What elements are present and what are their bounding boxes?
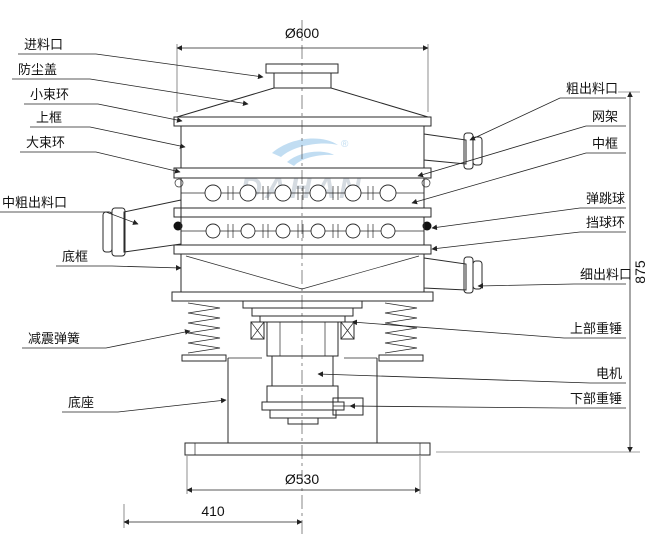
label-bouncing-ball: 弹跳球 [586,191,625,206]
bouncing-ball-right [422,221,432,231]
label-damping-spring: 减震弹簧 [28,331,80,346]
bouncing-ball-left [173,221,183,231]
leader-feed-inlet [18,53,264,80]
deck-spacers [227,186,374,200]
base [184,357,431,456]
leader-mesh-frame [417,125,626,178]
label-upper-weight: 上部重锤 [570,321,622,336]
leader-middle-frame [411,152,626,205]
label-feed-inlet: 进料口 [24,37,63,52]
dimension-height: 875 [436,91,648,453]
leader-motor [317,371,626,384]
label-lower-weight: 下部重锤 [570,391,622,406]
dust-cover [176,87,429,118]
lower-weight [261,397,364,425]
label-fine-outlet: 细出料口 [580,267,632,282]
dim-height-text: 875 [632,260,648,284]
leader-base [62,397,227,413]
dimension-offset: 410 [123,503,303,528]
watermark-swoosh-top [272,138,338,157]
leader-upper-frame [30,126,186,149]
label-big-clamp-ring: 大束环 [26,135,65,150]
label-bottom-frame: 底框 [62,249,88,264]
watermark-registered-mark: ® [341,139,349,150]
upper-weight [242,300,363,340]
leader-small-clamp-ring [24,103,183,123]
leader-big-clamp-ring [20,151,181,174]
leader-ball-retaining-ring [431,231,626,252]
deck-bolt-circles [204,184,397,202]
motor [266,321,339,403]
leader-damping-spring [22,329,191,349]
dimension-top-diameter: Ø600 [176,25,429,112]
coarse-outlet [423,132,483,170]
damping-spring-left [181,302,227,362]
label-mid-coarse-outlet: 中粗出料口 [2,195,67,210]
fine-outlet [423,256,483,294]
dim-top-diameter-text: Ø600 [285,25,319,41]
label-base: 底座 [68,395,94,410]
small-clamp-ring [173,116,432,127]
labels-left: 进料口 防尘盖 小束环 上框 大束环 中粗出料口 底框 减震弹簧 底座 [0,37,264,413]
label-middle-frame: 中框 [592,136,618,151]
dimension-base-diameter: Ø530 [186,456,421,494]
mid-coarse-outlet [102,199,182,257]
middle-frame-deck [180,216,425,246]
dim-base-diameter-text: Ø530 [285,471,319,487]
label-mesh-frame: 网架 [592,109,618,124]
leader-coarse-outlet [469,97,626,141]
leader-bottom-frame [56,265,182,271]
labels-right: 粗出料口 网架 中框 弹跳球 挡球环 细出料口 上部重锤 电机 下部重锤 [317,81,632,409]
leader-mid-coarse-outlet [0,211,139,225]
deck-bolt-circles-lower [205,223,396,239]
bottom-flange [171,291,434,302]
label-ball-retaining-ring: 挡球环 [586,215,625,230]
leader-dust-cover [12,78,249,106]
watermark-swoosh-bottom [287,151,334,166]
label-coarse-outlet: 粗出料口 [566,81,618,96]
leader-lower-weight [349,403,626,409]
leader-upper-weight [351,319,626,339]
machine-drawing [102,63,483,456]
damping-spring-right [378,302,424,362]
ball-retaining-ring [173,244,432,255]
label-motor: 电机 [596,366,622,381]
bottom-frame [180,253,425,293]
upper-frame [180,125,425,169]
leader-bouncing-ball [431,207,626,231]
label-upper-frame: 上框 [36,110,62,125]
label-dust-cover: 防尘盖 [18,62,57,77]
dim-offset-text: 410 [201,503,225,519]
label-small-clamp-ring: 小束环 [30,87,69,102]
leader-fine-outlet [477,283,626,289]
deck-spacers-lower [227,224,374,238]
